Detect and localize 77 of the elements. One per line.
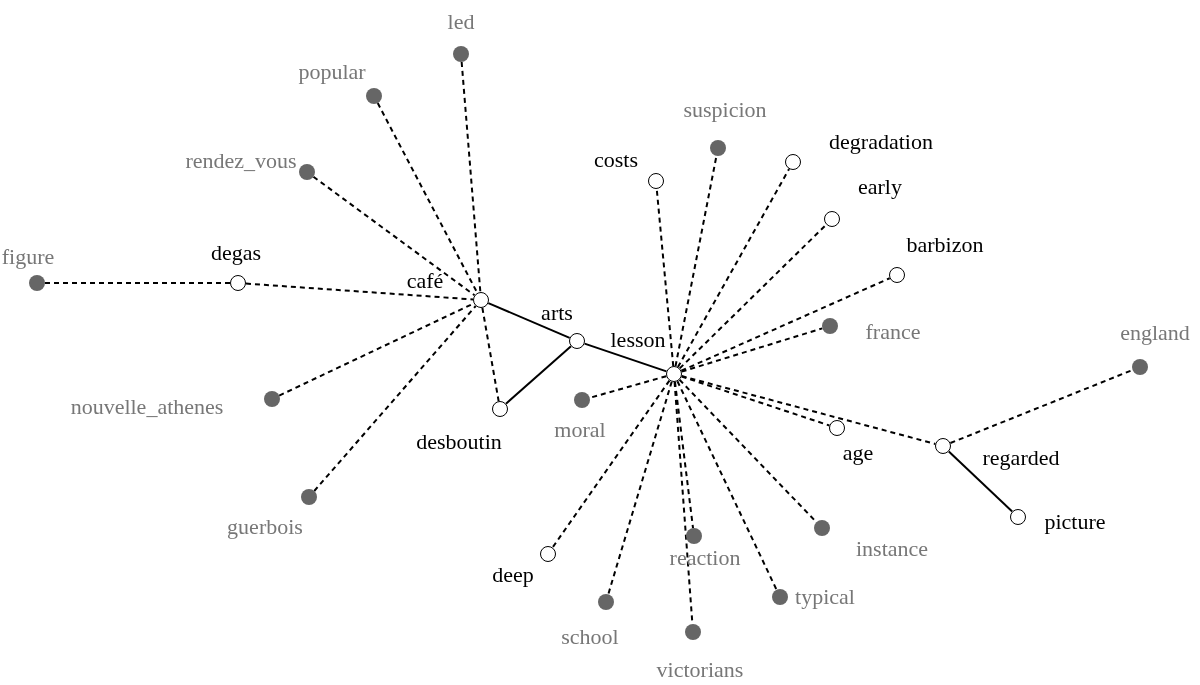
hollow-node — [540, 546, 556, 562]
node-label: school — [561, 625, 619, 649]
filled-node — [1132, 359, 1148, 375]
hollow-node — [1010, 509, 1026, 525]
node-label: picture — [1044, 510, 1106, 534]
connector-line — [947, 450, 1014, 513]
dashed-line — [680, 277, 891, 372]
node-label: led — [447, 10, 475, 34]
dashed-line — [481, 306, 500, 403]
filled-node — [822, 318, 838, 334]
hollow-node — [829, 420, 845, 436]
hollow-node — [889, 267, 905, 283]
dashed-line — [460, 60, 482, 294]
node-label: suspicion — [683, 98, 767, 122]
hollow-node — [492, 401, 508, 417]
node-label: barbizon — [906, 233, 984, 257]
filled-node — [366, 88, 382, 104]
filled-node — [814, 520, 830, 536]
filled-node — [685, 624, 701, 640]
node-label: popular — [298, 60, 366, 84]
node-label: victorians — [656, 658, 744, 682]
node-label: degas — [210, 241, 262, 265]
hollow-node — [785, 154, 801, 170]
filled-node — [29, 275, 45, 291]
node-label: café — [406, 269, 444, 293]
hollow-node — [824, 211, 840, 227]
node-label: figure — [1, 245, 55, 269]
node-label: desboutin — [416, 430, 502, 454]
node-label: age — [842, 441, 874, 465]
dashed-line — [245, 282, 474, 301]
node-label: guerbois — [227, 515, 303, 539]
node-label: france — [865, 320, 921, 344]
hollow-node — [230, 275, 246, 291]
filled-node — [686, 528, 702, 544]
dashed-line — [680, 375, 831, 427]
hollow-node — [473, 292, 489, 308]
node-label: early — [858, 175, 902, 199]
node-label: arts — [541, 301, 573, 325]
hollow-node — [935, 438, 951, 454]
filled-node — [598, 594, 614, 610]
filled-node — [453, 46, 469, 62]
hollow-node — [648, 173, 664, 189]
filled-node — [301, 489, 317, 505]
connector-line — [505, 345, 572, 405]
hollow-node — [569, 333, 585, 349]
node-label: rendez_vous — [185, 149, 297, 173]
node-label: england — [1120, 321, 1190, 345]
filled-node — [299, 164, 315, 180]
connector-line — [487, 302, 571, 339]
hollow-node — [666, 366, 682, 382]
node-label: lesson — [610, 328, 666, 352]
dashed-line — [607, 380, 673, 596]
dashed-line — [676, 168, 791, 368]
dashed-line — [376, 102, 479, 294]
dashed-line — [680, 375, 937, 445]
node-label: deep — [492, 563, 534, 587]
dashed-line — [678, 223, 828, 370]
dashed-line — [551, 379, 671, 549]
dashed-line — [680, 327, 824, 373]
filled-node — [264, 391, 280, 407]
filled-node — [772, 589, 788, 605]
filled-node — [710, 140, 726, 156]
node-label: costs — [594, 148, 638, 172]
node-label: nouvelle_athenes — [70, 395, 224, 419]
filled-node — [574, 392, 590, 408]
node-label: reaction — [669, 546, 741, 570]
node-label: typical — [795, 585, 855, 609]
dashed-line — [949, 369, 1134, 444]
node-label: regarded — [982, 446, 1060, 470]
node-label: instance — [855, 537, 929, 561]
node-label: moral — [554, 418, 606, 442]
dashed-line — [676, 380, 778, 591]
dashed-line — [313, 305, 477, 492]
dashed-line — [44, 282, 231, 284]
node-label: degradation — [829, 130, 933, 154]
connector-line — [583, 342, 668, 373]
dashed-line — [312, 175, 476, 297]
